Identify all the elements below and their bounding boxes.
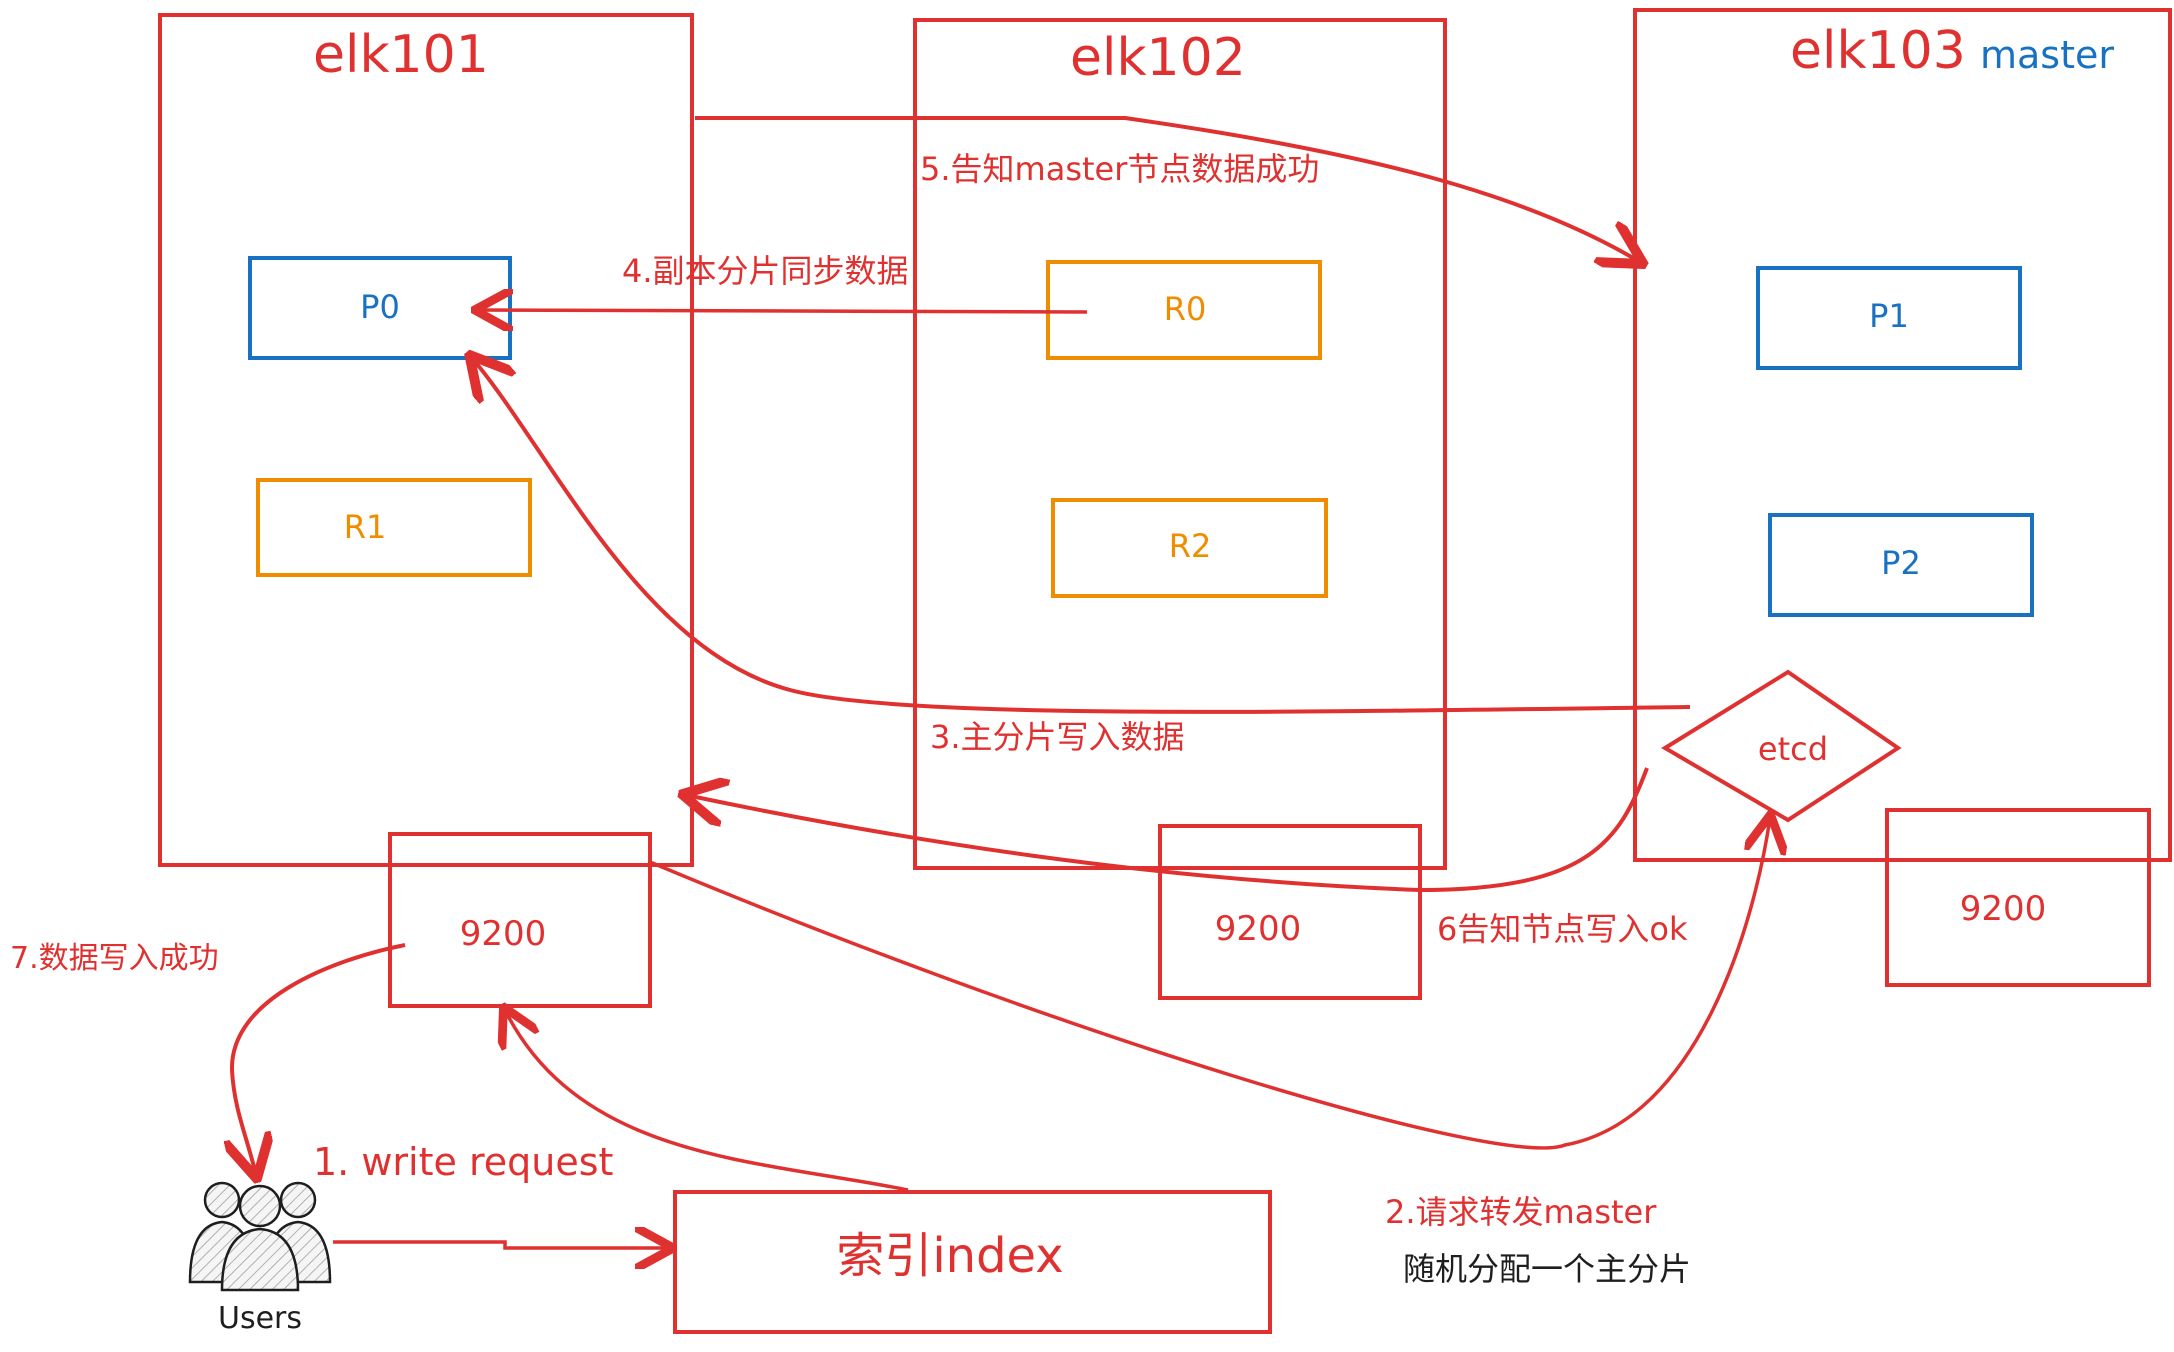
shard-r2: R2	[1051, 498, 1328, 598]
step-6-label: 6告知节点写入ok	[1437, 910, 1688, 948]
node-title: elk101	[313, 25, 489, 85]
node-elk101: elk101	[158, 13, 694, 867]
arrow-users-to-index	[333, 1242, 670, 1248]
arrow-etcd-to-p0	[472, 358, 1691, 714]
step-4-label: 4.副本分片同步数据	[622, 252, 909, 290]
shard-label: P1	[1869, 297, 1909, 335]
users-icon	[188, 1181, 332, 1292]
port-label: 9200	[460, 914, 547, 954]
arrow-port-to-users	[232, 943, 406, 1175]
index-box: 索引index	[673, 1190, 1272, 1334]
shard-label: P0	[360, 288, 400, 326]
shard-r1: R1	[256, 478, 532, 577]
shard-r0: R0	[1046, 260, 1322, 360]
node-elk102: elk102	[913, 18, 1447, 870]
shard-label: R0	[1164, 290, 1207, 328]
shard-label: P2	[1881, 544, 1921, 582]
users-label: Users	[218, 1301, 302, 1336]
port-elk103: 9200	[1885, 808, 2151, 987]
etcd-label: etcd	[1758, 730, 1828, 768]
node-elk103: elk103 master	[1633, 8, 2172, 862]
index-label: 索引index	[836, 1228, 1063, 1284]
arrow-elk101-to-master	[695, 116, 1640, 262]
shard-p1: P1	[1756, 266, 2022, 370]
shard-label: R2	[1169, 527, 1212, 565]
port-elk102: 9200	[1158, 824, 1422, 1000]
port-label: 9200	[1960, 889, 2047, 929]
step-7-label: 7.数据写入成功	[10, 941, 219, 976]
step-2-label-line1: 2.请求转发master	[1385, 1193, 1657, 1231]
arrow-port-to-etcd	[649, 818, 1770, 1150]
port-elk101: 9200	[388, 832, 652, 1008]
node-title: elk103	[1790, 21, 1966, 81]
shard-p2: P2	[1768, 513, 2034, 617]
master-label: master	[1980, 33, 2114, 77]
shard-p0: P0	[248, 256, 512, 360]
step-2-label-line2: 随机分配一个主分片	[1403, 1250, 1691, 1288]
arrow-r0-to-p0	[478, 310, 1088, 312]
arrow-index-to-port	[505, 1010, 909, 1192]
arrow-etcd-to-elk101	[686, 767, 1649, 893]
node-title: elk102	[1070, 28, 1246, 88]
step-1-label: 1. write request	[313, 1140, 613, 1184]
port-label: 9200	[1215, 909, 1302, 949]
etcd-diamond: etcd	[1661, 669, 1902, 823]
shard-label: R1	[344, 508, 387, 546]
step-5-label: 5.告知master节点数据成功	[920, 150, 1319, 188]
step-3-label: 3.主分片写入数据	[930, 718, 1185, 756]
